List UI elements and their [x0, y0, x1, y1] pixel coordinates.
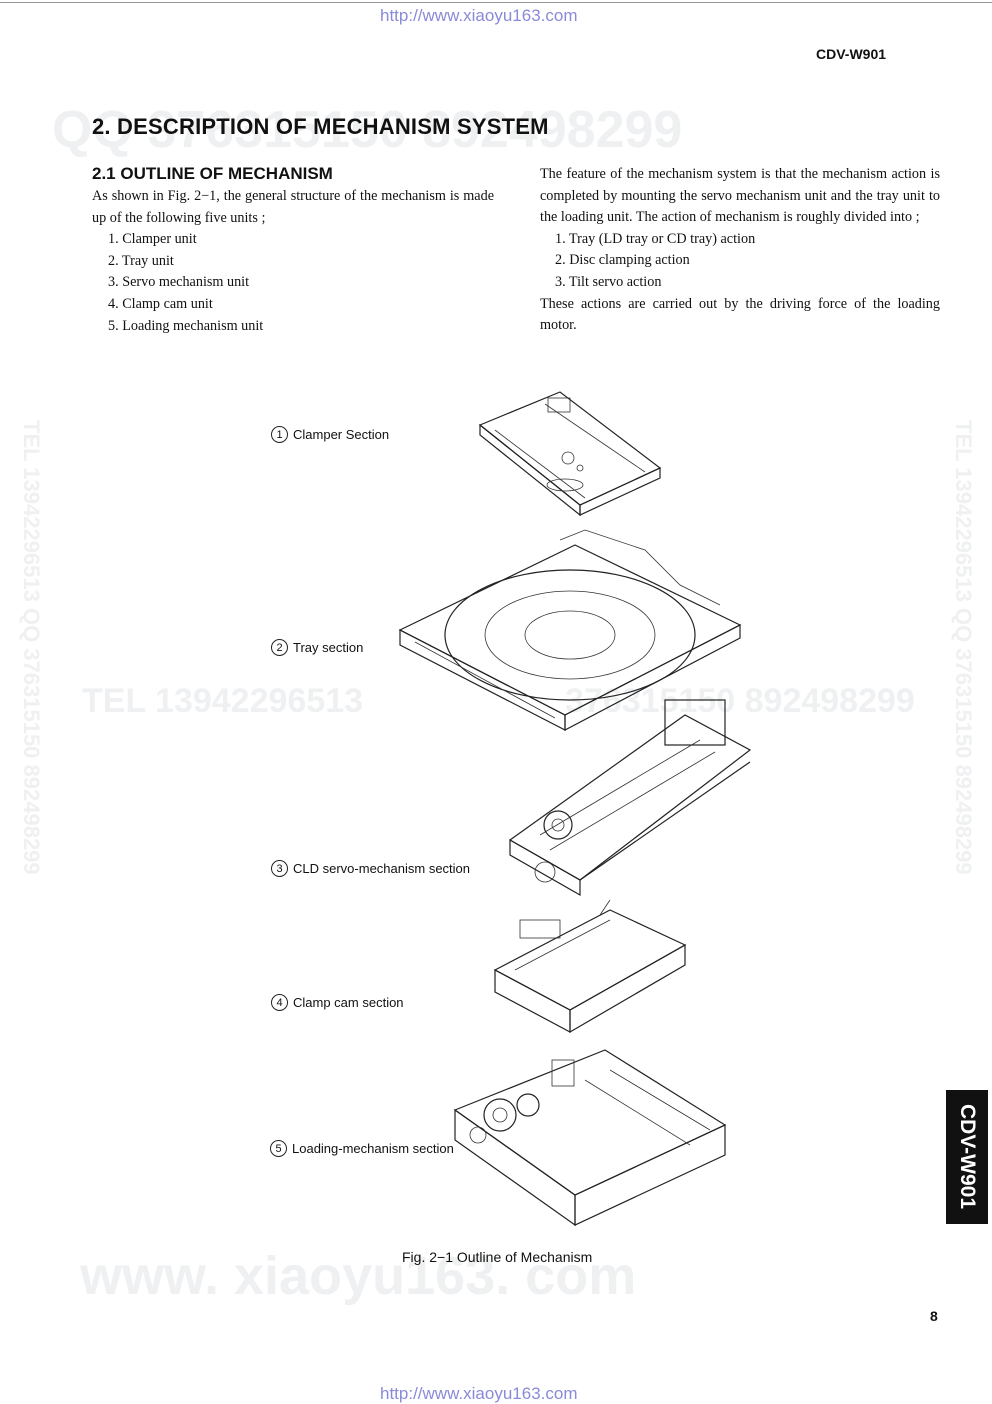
watermark-side-right: TEL 13942296513 QQ 376315150 892498299 [951, 420, 976, 875]
units-list: 1. Clamper unit 2. Tray unit 3. Servo me… [108, 229, 494, 337]
url-bottom: http://www.xiaoyu163.com [380, 1384, 578, 1403]
label-text: Tray section [293, 640, 364, 655]
list-item: 2. Disc clamping action [555, 252, 690, 269]
watermark-side-left: TEL 13942296513 QQ 376315150 892498299 [19, 420, 44, 875]
page-number: 8 [930, 1308, 938, 1324]
label-text: Loading-mechanism section [292, 1141, 454, 1156]
right-column: The feature of the mechanism system is t… [540, 164, 940, 337]
list-item: 2. Tray unit [108, 252, 174, 269]
figure-caption: Fig. 2−1 Outline of Mechanism [402, 1249, 593, 1265]
subsection-title: 2.1 OUTLINE OF MECHANISM [92, 164, 333, 183]
mechanism-exploded-drawing [398, 391, 752, 1227]
label-text: Clamp cam section [293, 995, 404, 1010]
section-title: 2. DESCRIPTION OF MECHANISM SYSTEM [92, 114, 549, 139]
label-text: Clamper Section [293, 427, 390, 442]
list-item: 1. Clamper unit [108, 231, 197, 248]
watermark-middle-right: 376315150 892498299 [565, 682, 915, 720]
clamp-cam-drawing [493, 899, 687, 1034]
label-text: CLD servo-mechanism section [293, 861, 471, 876]
side-model-tab: CDV-W901 [946, 1090, 988, 1224]
label-servo: 3 CLD servo-mechanism section [271, 860, 470, 877]
label-clamp-cam: 4 Clamp cam section [271, 994, 404, 1011]
label-loading: 5 Loading-mechanism section [270, 1140, 454, 1157]
circled-number: 2 [271, 639, 288, 656]
watermark-middle: TEL 13942296513 [82, 682, 364, 720]
circled-number: 5 [270, 1140, 287, 1157]
circled-number: 3 [271, 860, 288, 877]
url-top: http://www.xiaoyu163.com [380, 6, 578, 25]
loading-mechanism-drawing [453, 1049, 727, 1227]
watermark-bottom: www. xiaoyu163. com [80, 1246, 637, 1306]
left-column: As shown in Fig. 2−1, the general struct… [92, 186, 494, 337]
list-item: 4. Clamp cam unit [108, 295, 213, 312]
servo-drawing [508, 699, 752, 897]
left-intro: As shown in Fig. 2−1, the general struct… [92, 188, 494, 226]
list-item: 5. Loading mechanism unit [108, 317, 264, 334]
circled-number: 1 [271, 426, 288, 443]
circled-number: 4 [271, 994, 288, 1011]
header-model: CDV-W901 [816, 46, 887, 62]
actions-list: 1. Tray (LD tray or CD tray) action 2. D… [555, 229, 940, 294]
list-item: 3. Servo mechanism unit [108, 274, 250, 291]
clamper-drawing [478, 391, 662, 517]
top-rule [0, 2, 992, 3]
tray-drawing [398, 529, 742, 731]
label-clamper: 1 Clamper Section [271, 426, 389, 443]
watermark-top: QQ 376315150 892498299 [52, 101, 683, 159]
right-outro: These actions are carried out by the dri… [540, 295, 940, 334]
label-tray: 2 Tray section [271, 639, 363, 656]
list-item: 3. Tilt servo action [555, 273, 662, 290]
list-item: 1. Tray (LD tray or CD tray) action [555, 230, 756, 247]
right-intro: The feature of the mechanism system is t… [540, 166, 940, 226]
